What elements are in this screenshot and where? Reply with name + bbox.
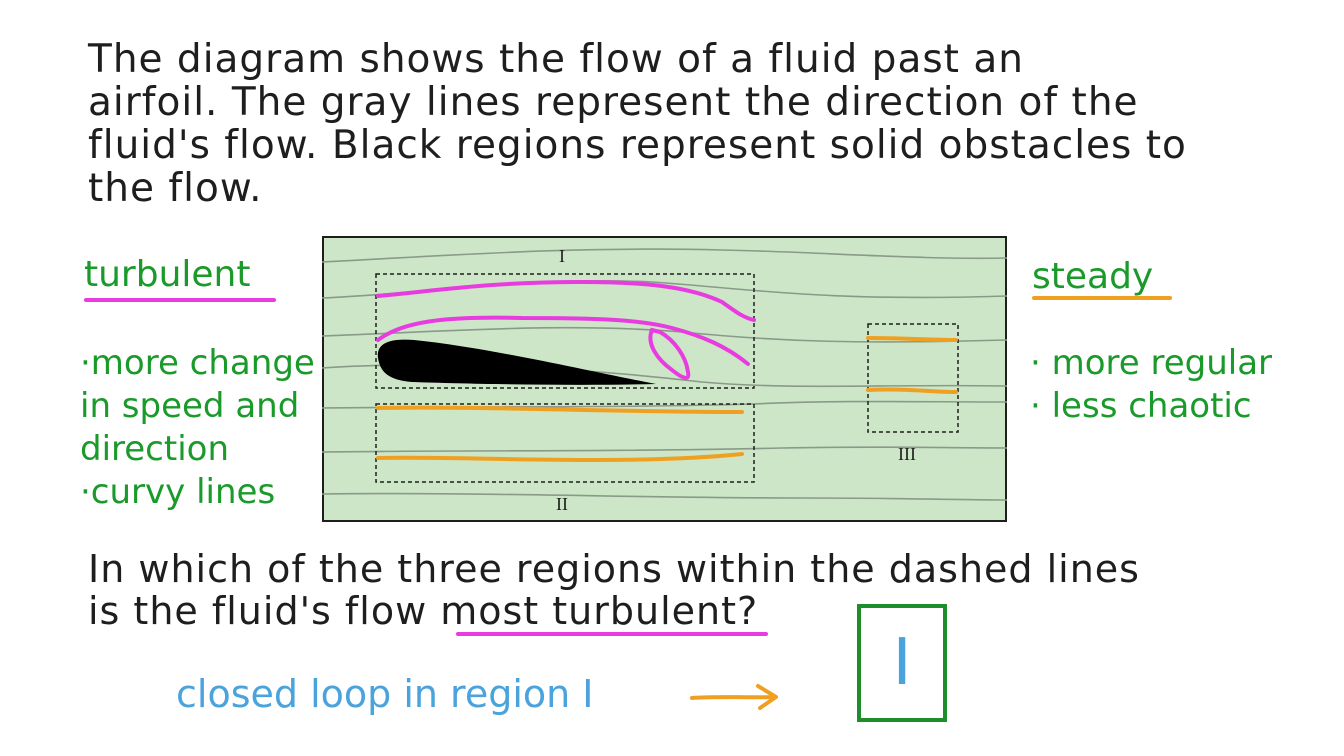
region-box-2 (375, 403, 755, 483)
question-line: the flow. (88, 166, 263, 211)
explanation-text: closed loop in region I (176, 672, 594, 716)
prompt-text: In which of the three regions within the… (88, 548, 1140, 632)
turbulent-notes: ·more change in speed and direction ·cur… (80, 342, 315, 514)
answer-value: I (892, 626, 912, 700)
most-turbulent-underline (456, 632, 768, 636)
region-label-2: II (556, 494, 568, 514)
steady-streamline (376, 452, 744, 463)
steady-notes: · more regular · less chaotic (1030, 342, 1272, 428)
prompt-line: In which of the three regions within the… (88, 547, 1140, 591)
question-line: fluid's flow. Black regions represent so… (88, 123, 1187, 168)
turbulent-highlights (376, 279, 756, 380)
question-text: The diagram shows the flow of a fluid pa… (88, 38, 1268, 210)
turbulent-note-line: ·curvy lines (80, 472, 276, 512)
turbulent-streamline (376, 279, 756, 322)
airfoil-flow-diagram: I II III (322, 236, 1007, 522)
prompt-line: is the fluid's flow most turbulent? (88, 589, 759, 633)
steady-underline (1032, 296, 1172, 300)
turbulent-streamline (376, 315, 750, 366)
question-line: The diagram shows the flow of a fluid pa… (88, 37, 1024, 82)
region-label-1: I (559, 246, 565, 266)
flow-line (322, 446, 1007, 453)
region-box-3 (867, 323, 959, 433)
flow-line (322, 248, 1007, 263)
flow-line (322, 492, 1007, 501)
airfoil-obstacle (377, 339, 656, 385)
turbulent-heading: turbulent (84, 254, 251, 295)
steady-note-line: · less chaotic (1030, 386, 1252, 426)
steady-streamline (866, 387, 958, 394)
answer-box: I (857, 604, 947, 722)
question-line: airfoil. The gray lines represent the di… (88, 80, 1139, 125)
steady-streamline (376, 405, 744, 414)
arrow-right-icon (690, 684, 778, 710)
region-boxes (375, 273, 959, 483)
turbulent-underline (84, 298, 276, 302)
turbulent-loop (648, 327, 691, 380)
steady-note-line: · more regular (1030, 343, 1273, 383)
region-box-1 (375, 273, 755, 389)
turbulent-note-line: direction (80, 429, 229, 469)
steady-highlights (376, 336, 958, 463)
steady-streamline (866, 336, 958, 342)
turbulent-note-line: ·more change (80, 343, 315, 383)
turbulent-note-line: in speed and (80, 386, 300, 426)
region-label-3: III (898, 444, 916, 464)
steady-heading: steady (1032, 256, 1154, 297)
